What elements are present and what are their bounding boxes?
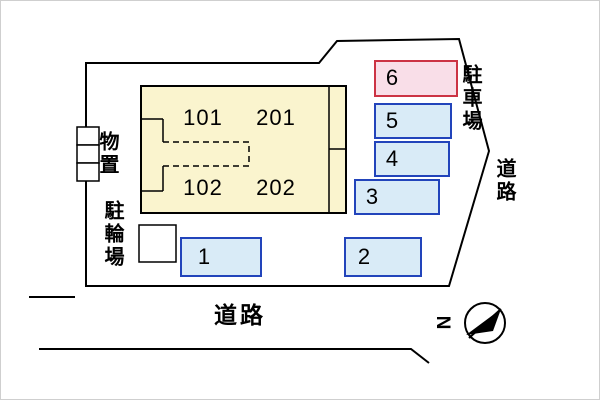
- parking-spot-5: [374, 103, 452, 139]
- parking-spot-4: [374, 141, 450, 177]
- parking-spot-3-label: 3: [365, 184, 379, 209]
- parking-spot-1: [180, 237, 262, 277]
- building-footprint: [140, 85, 347, 214]
- compass-north-label: N: [434, 315, 456, 330]
- property-boundary: [85, 37, 491, 287]
- parking-spot-3: [354, 179, 440, 215]
- storage-units: [76, 126, 100, 182]
- storage-unit: [76, 162, 100, 182]
- parking-spot-5-label: 5: [385, 108, 399, 133]
- room-label-202: 202: [256, 175, 296, 200]
- stair-dashed-lines: [163, 141, 250, 167]
- road-edge-lines: [29, 296, 430, 364]
- road-bottom-label: 道路: [214, 302, 266, 328]
- storage-label: 物置: [96, 131, 118, 177]
- building-interior-lines: [141, 86, 346, 213]
- parking-spot-6-label: 6: [385, 65, 399, 90]
- parking-spot-4-label: 4: [385, 146, 399, 171]
- compass-icon: [464, 302, 506, 344]
- room-label-101: 101: [183, 105, 223, 130]
- parking-area-label: 駐車場: [459, 64, 481, 133]
- parking-spot-2-label: 2: [357, 244, 371, 269]
- parking-spot-1-label: 1: [197, 244, 211, 269]
- parking-spot-2: [344, 237, 422, 277]
- bicycle-parking-label: 駐輪場: [101, 200, 123, 269]
- room-label-201: 201: [256, 105, 296, 130]
- road-right-label: 道路: [493, 158, 515, 204]
- bicycle-parking-area: [138, 224, 177, 263]
- parking-spot-6: [374, 60, 458, 97]
- room-label-102: 102: [183, 175, 223, 200]
